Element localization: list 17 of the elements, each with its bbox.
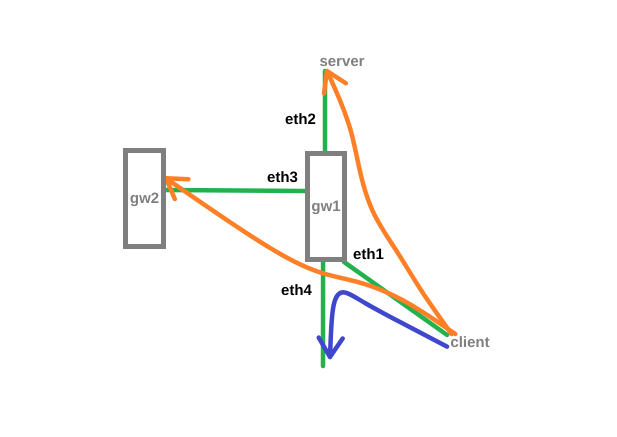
arrow <box>316 290 450 360</box>
gateway-box <box>305 151 347 262</box>
link-line <box>342 260 450 338</box>
link-line <box>164 188 308 194</box>
arrow <box>164 176 458 336</box>
arrow <box>322 68 454 336</box>
link-line <box>322 68 328 154</box>
edge-label: eth1 <box>353 247 384 263</box>
link-line <box>320 260 326 368</box>
gateway-box <box>123 148 166 249</box>
host-label: client <box>447 334 493 352</box>
edge-label: eth4 <box>281 283 312 299</box>
node-label: gw2 <box>130 190 160 207</box>
edge-label: eth3 <box>267 170 298 186</box>
node-label: gw1 <box>311 198 341 215</box>
edge-label: eth2 <box>285 112 316 128</box>
host-label: server <box>317 53 367 71</box>
